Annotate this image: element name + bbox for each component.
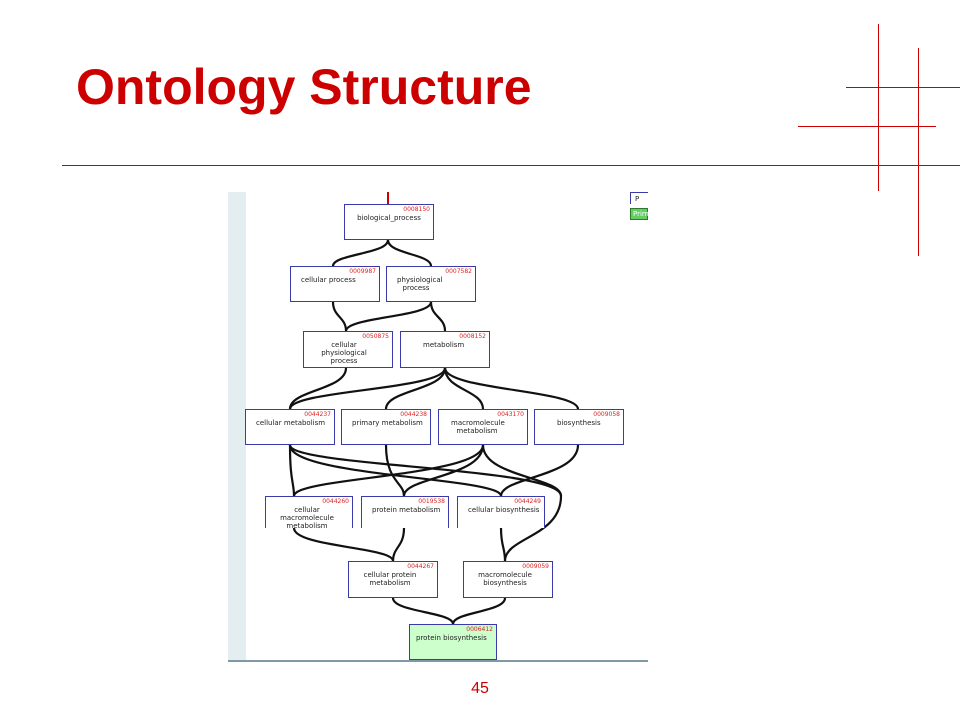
go-node-cellular-process[interactable]: 0009987 cellular process	[290, 266, 380, 302]
edge	[288, 367, 447, 410]
title-underline	[62, 165, 960, 166]
decor-horizontal-line-1	[846, 87, 960, 88]
go-node-cellular-macromolecule-metabolism[interactable]: 0044260 cellular macromolecule metabolis…	[265, 496, 353, 530]
go-node-protein-metabolism[interactable]: 0019538 protein metabolism	[361, 496, 449, 528]
go-node-cellular-biosynthesis[interactable]: 0044249 cellular biosynthesis	[457, 496, 545, 528]
node-label: primary metabolism	[352, 419, 423, 427]
go-node-cellular-metabolism[interactable]: 0044237 cellular metabolism	[245, 409, 335, 445]
node-label: biosynthesis	[557, 419, 601, 427]
go-node-cellular-physiological-process[interactable]: 0050875 cellular physiological process	[303, 331, 393, 368]
node-id: 0009987	[349, 268, 376, 275]
panel-side-strip	[228, 192, 246, 660]
node-id: 0009058	[593, 411, 620, 418]
go-node-protein-biosynthesis[interactable]: 0006412 protein biosynthesis	[409, 624, 497, 660]
node-label: protein biosynthesis	[416, 634, 487, 642]
edge	[481, 444, 563, 497]
edge	[499, 444, 580, 497]
edge	[288, 444, 296, 497]
go-node-biological-process[interactable]: 0008150 biological_process	[344, 204, 434, 240]
go-node-cellular-protein-metabolism[interactable]: 0044267 cellular protein metabolism	[348, 561, 438, 598]
edge	[288, 444, 503, 497]
node-label: physiological process	[397, 276, 443, 292]
edge	[499, 527, 507, 562]
node-id: 0044238	[400, 411, 427, 418]
node-id: 0019538	[418, 498, 445, 505]
edge	[429, 301, 447, 332]
edge	[292, 444, 485, 497]
go-node-macromolecule-biosynthesis[interactable]: 0009059 macromolecule biosynthesis	[463, 561, 553, 598]
node-label: metabolism	[423, 341, 465, 349]
edge	[391, 597, 455, 625]
node-id: 0007582	[445, 268, 472, 275]
decor-vertical-line-1	[878, 24, 879, 191]
edge	[292, 527, 395, 562]
edge	[331, 239, 390, 267]
node-label: cellular protein metabolism	[363, 571, 417, 587]
node-label: macromolecule biosynthesis	[478, 571, 532, 587]
corner-legend-letter: P	[635, 195, 640, 203]
decor-horizontal-line-2	[798, 126, 936, 127]
go-node-metabolism[interactable]: 0008152 metabolism	[400, 331, 490, 368]
node-id: 0044267	[407, 563, 434, 570]
node-id: 0008152	[459, 333, 486, 340]
go-node-physiological-process[interactable]: 0007582 physiological process	[386, 266, 476, 302]
edge	[443, 367, 580, 410]
node-label: cellular macromolecule metabolism	[280, 506, 334, 530]
node-id: 0009059	[522, 563, 549, 570]
node-label: cellular physiological process	[321, 341, 367, 365]
node-label: biological_process	[357, 214, 421, 222]
edge	[443, 367, 485, 410]
graph-edges	[288, 192, 580, 625]
edge	[344, 301, 433, 332]
node-label: macromolecule metabolism	[451, 419, 505, 435]
go-node-macromolecule-metabolism[interactable]: 0043170 macromolecule metabolism	[438, 409, 528, 445]
node-id: 0050875	[362, 333, 389, 340]
corner-legend-bracket: P	[630, 192, 648, 204]
panel-bottom-border	[228, 660, 648, 662]
node-id: 0044260	[322, 498, 349, 505]
edge	[331, 301, 348, 332]
node-id: 0044249	[514, 498, 541, 505]
go-node-biosynthesis[interactable]: 0009058 biosynthesis	[534, 409, 624, 445]
edge	[384, 444, 406, 497]
edge	[384, 367, 447, 410]
edge	[451, 597, 507, 625]
node-label: cellular process	[301, 276, 356, 284]
edge	[402, 444, 485, 497]
edge	[503, 495, 563, 562]
decor-vertical-line-2	[918, 48, 919, 256]
node-label: cellular biosynthesis	[468, 506, 540, 514]
edge	[288, 367, 348, 410]
go-node-primary-metabolism[interactable]: 0044238 primary metabolism	[341, 409, 431, 445]
edge	[386, 239, 433, 267]
node-id: 0008150	[403, 206, 430, 213]
edge	[288, 444, 563, 497]
node-id: 0006412	[466, 626, 493, 633]
node-label: protein metabolism	[372, 506, 441, 514]
page-number: 45	[471, 680, 489, 697]
corner-legend-box: Prim	[630, 208, 649, 220]
node-id: 0044237	[304, 411, 331, 418]
node-id: 0043170	[497, 411, 524, 418]
edge	[391, 527, 406, 562]
slide-title: Ontology Structure	[76, 59, 532, 115]
corner-legend-label: Prim	[633, 210, 649, 218]
ontology-graph-panel: P Prim 0008150 biological_process 000998…	[228, 192, 649, 662]
node-label: cellular metabolism	[256, 419, 326, 427]
